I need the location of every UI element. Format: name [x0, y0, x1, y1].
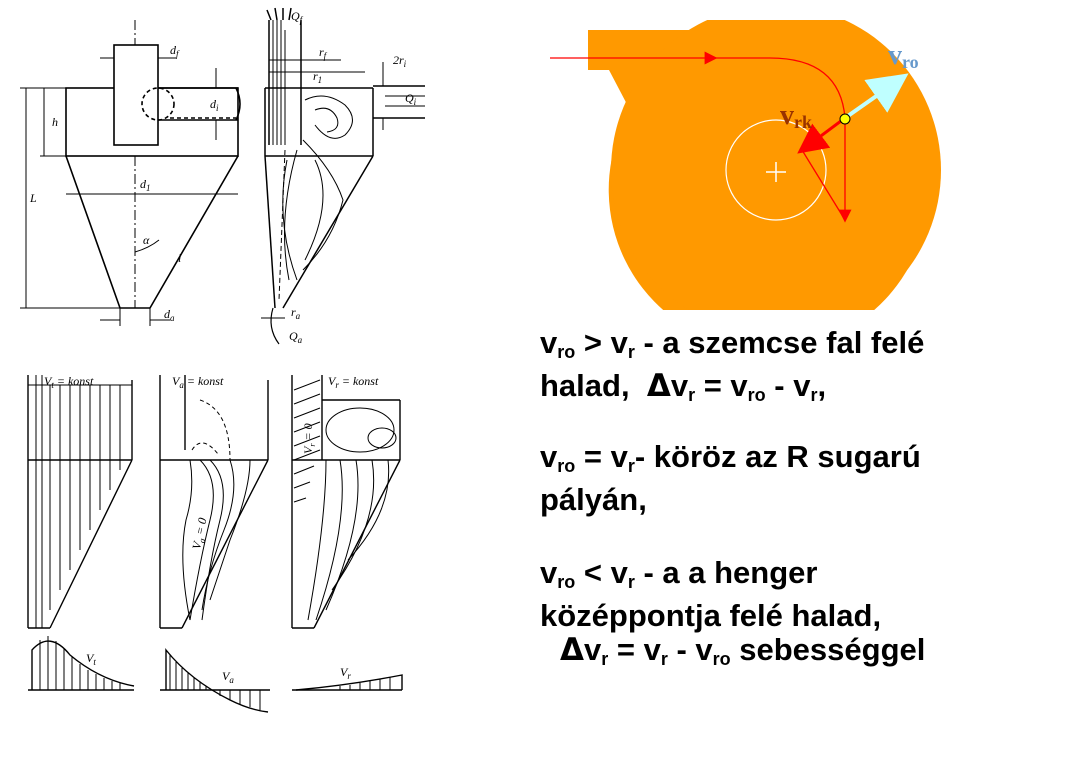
label-h: h — [52, 115, 58, 129]
panel-vt — [27, 375, 135, 691]
cyclone-dimension-svg: df di h d1 L α l da — [20, 20, 241, 326]
cyclone-flow-drawing: Qf rf r1 2ri Qi ra Qa — [255, 0, 430, 350]
panel-vr — [291, 375, 403, 691]
statement-2: vro = vr- köröz az R sugarú pályán, — [540, 440, 921, 517]
title-vt: Vt = konst — [44, 374, 94, 390]
label-L: L — [29, 191, 37, 205]
statement-3: vro < vr - a a henger középpontja felé h… — [540, 556, 925, 676]
zero-label-va: Va = 0 — [189, 516, 211, 551]
statement-1-line-1: vro > vr - a szemcse fal felé — [540, 325, 925, 363]
statement-3-line-3: Δvr = vr - vro sebességgel — [560, 632, 926, 670]
vrk-arrow — [797, 116, 846, 154]
label-ra: ra — [291, 305, 301, 321]
vector-diagram: vrk vro — [540, 20, 960, 310]
vrk-label: vrk — [780, 100, 812, 132]
vro-arrow — [843, 73, 909, 120]
label-l: l — [178, 251, 182, 265]
zero-label-vr: Vr = 0 — [301, 423, 317, 454]
velocity-distributions-svg: Vt = konst Vt Va = konst V — [27, 374, 403, 713]
statement-1: vro > vr - a szemcse fal felé halad, Δvr… — [540, 326, 924, 412]
cyclone-dimension-drawing: df di h d1 L α l da — [0, 0, 260, 350]
label-Qa: Qa — [289, 329, 303, 345]
vortex-finder — [113, 44, 159, 146]
panel-va — [159, 375, 270, 713]
velocity-distributions: Vt = konst Vt Va = konst V — [0, 360, 430, 720]
curve-label-vt: Vt — [86, 651, 96, 667]
label-2ri: 2ri — [393, 53, 407, 69]
cyclone-flow-svg: Qf rf r1 2ri Qi ra Qa — [261, 7, 425, 345]
label-d1: d1 — [140, 177, 151, 193]
cone — [65, 155, 239, 309]
statement-3-line-1: vro < vr - a a henger — [540, 555, 818, 593]
statement-1-line-2: halad, Δvr = vro - vr, — [540, 368, 827, 406]
inner-circle — [725, 119, 827, 221]
title-vr: Vr = konst — [328, 374, 379, 390]
vector-diagram-svg: vrk vro — [550, 20, 941, 310]
statement-2-line-2: pályán, — [540, 482, 647, 517]
label-rf: rf — [319, 45, 328, 61]
label-di: di — [210, 97, 219, 113]
label-r1: r1 — [313, 69, 322, 85]
curve-label-va: Va — [222, 669, 234, 685]
trajectory-arrow — [715, 57, 852, 223]
title-va: Va = konst — [172, 374, 224, 390]
label-Qi: Qi — [405, 91, 417, 107]
statement-3-line-2: középpontja felé halad, — [540, 598, 882, 633]
particle-dot — [839, 113, 851, 125]
vro-label: vro — [888, 40, 919, 72]
label-df: df — [170, 43, 180, 59]
label-alpha: α — [143, 233, 150, 247]
label-da: da — [164, 307, 175, 323]
statement-2-line-1: vro = vr- köröz az R sugarú — [540, 439, 921, 477]
label-Qf: Qf — [291, 9, 304, 25]
curve-label-vr: Vr — [340, 665, 351, 681]
